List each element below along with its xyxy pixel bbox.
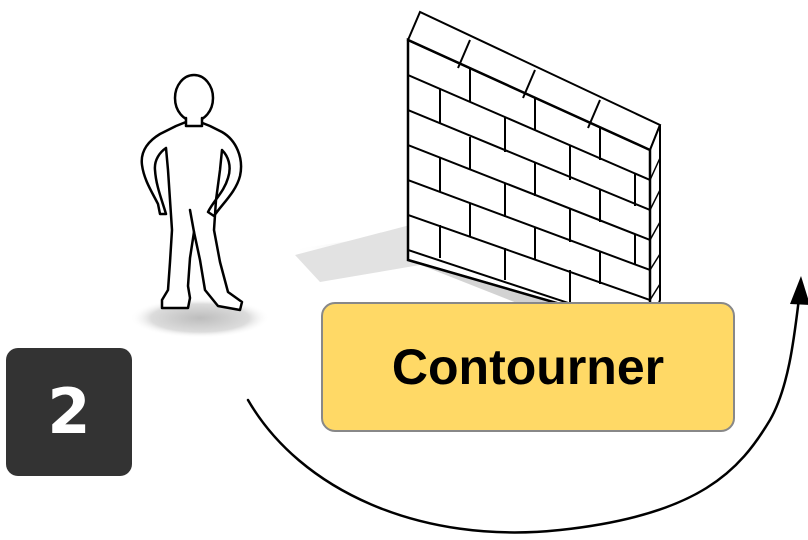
- action-label-text: Contourner: [391, 339, 665, 395]
- person-neck: [184, 116, 204, 128]
- arrow-head: [790, 276, 808, 305]
- step-number-text: 2: [47, 375, 91, 448]
- person-floor-shadow: [130, 298, 270, 338]
- curved-arrow-icon: [246, 276, 808, 534]
- action-label-box: Contourner: [321, 302, 735, 432]
- wall-floor-shadow-soft: [295, 225, 420, 282]
- person-head: [173, 73, 215, 123]
- person-leg-line: [188, 208, 196, 234]
- standing-person-icon: [130, 73, 270, 338]
- arrow-path: [246, 288, 802, 534]
- wall-side-face: [649, 124, 661, 331]
- step-number-badge: 2: [6, 348, 132, 476]
- brick-wall-icon: [290, 10, 662, 332]
